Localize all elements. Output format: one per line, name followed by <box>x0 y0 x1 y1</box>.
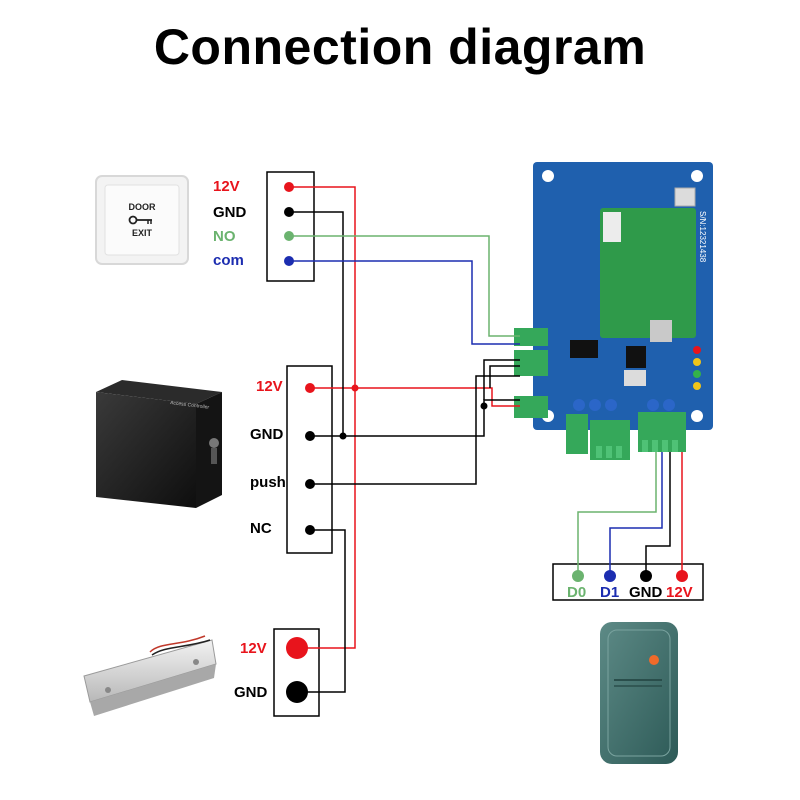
exit-gnd-label: GND <box>213 204 247 221</box>
svg-text:Access Controller: Access Controller <box>170 400 210 411</box>
ps-12v-terminal <box>305 383 315 393</box>
lock-12v-terminal <box>286 637 308 659</box>
reader-d0-label: D0 <box>567 584 587 601</box>
reader-12v-label: 12V <box>666 584 693 601</box>
exit-button-device: DOOR EXIT <box>95 175 189 265</box>
magnetic-lock-device <box>83 635 217 716</box>
reader-d1-label: D1 <box>600 584 620 601</box>
wire-d0 <box>577 452 657 576</box>
exit-gnd-terminal <box>284 207 294 217</box>
wire-d1 <box>609 452 663 576</box>
rfid-reader-device <box>600 622 678 764</box>
exit-com-terminal <box>284 256 294 266</box>
ps-nc-label: NC <box>250 520 272 537</box>
page-title: Connection diagram <box>153 19 647 75</box>
wire-reader-gnd <box>645 452 671 576</box>
ps-push-terminal <box>305 479 315 489</box>
exit-com-label: com <box>213 252 244 269</box>
wire-12v-controller <box>310 387 520 407</box>
wire-no <box>289 235 520 337</box>
lock-gnd-label: GND <box>234 684 268 701</box>
ps-push-label: push <box>250 474 286 491</box>
exit-button-text-exit: EXIT <box>132 228 153 238</box>
exit-no-label: NO <box>213 228 236 245</box>
reader-gnd-label: GND <box>629 584 663 601</box>
controller-board: S/N:12321438 <box>514 162 713 460</box>
exit-button-text-door: DOOR <box>129 202 157 212</box>
ps-12v-label: 12V <box>256 378 283 395</box>
exit-no-terminal <box>284 231 294 241</box>
exit-12v-terminal <box>284 182 294 192</box>
wire-gnd-controller <box>343 399 520 437</box>
reader-12v-terminal <box>676 570 688 582</box>
wire-com <box>289 260 520 345</box>
ps-gnd-label: GND <box>250 426 284 443</box>
wire-push <box>310 375 520 485</box>
wire-nc-lock <box>297 529 346 693</box>
power-supply-terminal-box <box>286 365 333 554</box>
reader-d1-terminal <box>604 570 616 582</box>
reader-d0-terminal <box>572 570 584 582</box>
lock-12v-label: 12V <box>240 640 267 657</box>
power-supply-device: Access Controller <box>96 380 222 508</box>
lock-gnd-terminal <box>286 681 308 703</box>
controller-serial: S/N:12321438 <box>698 211 707 263</box>
reader-gnd-terminal <box>640 570 652 582</box>
exit-12v-label: 12V <box>213 178 240 195</box>
ps-nc-terminal <box>305 525 315 535</box>
wire-gnd-bus <box>289 211 344 437</box>
ps-gnd-terminal <box>305 431 315 441</box>
key-icon <box>128 215 152 225</box>
wire-12v-bus <box>289 186 356 649</box>
